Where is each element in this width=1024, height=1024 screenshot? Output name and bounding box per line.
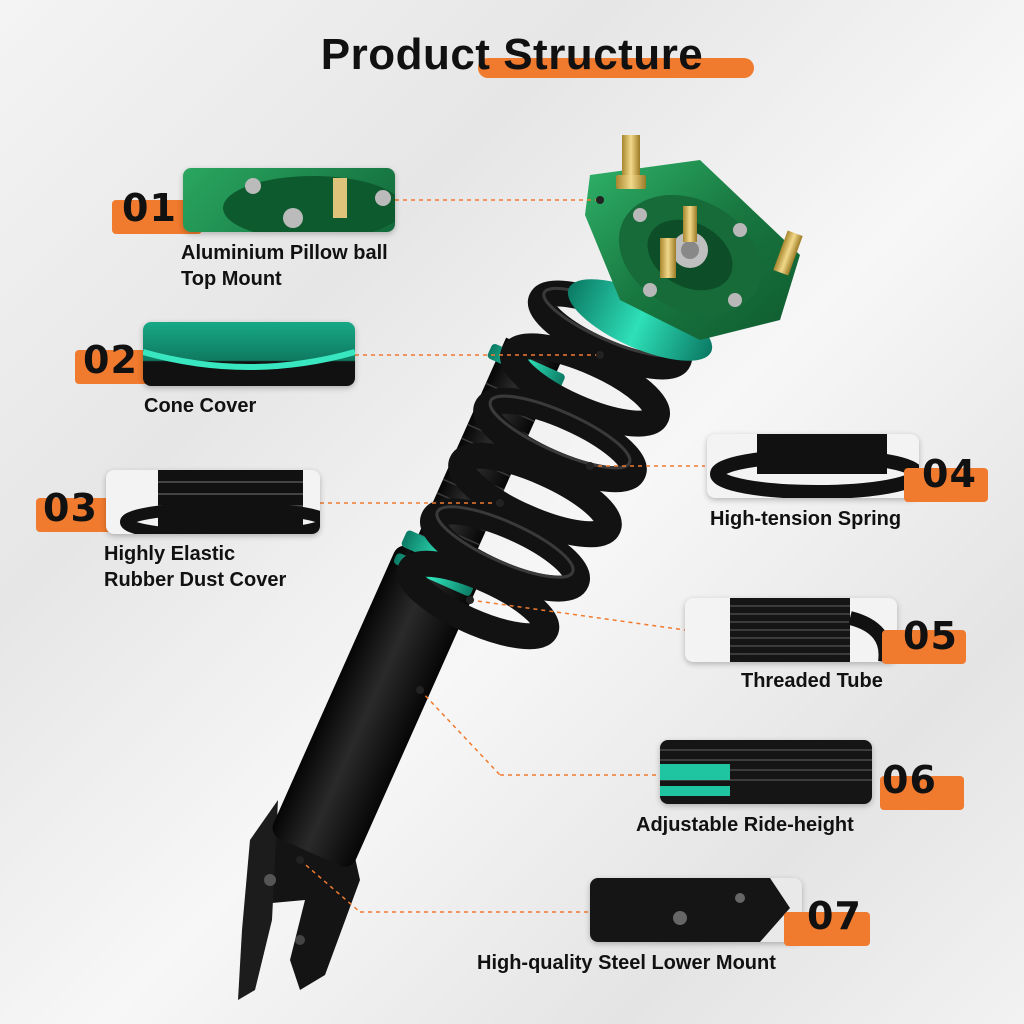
page-title: Product Structure: [0, 30, 1024, 80]
title-accent-bar: [478, 58, 754, 78]
label-06: Adjustable Ride-height: [636, 812, 854, 838]
label-07-line-1: High-quality Steel Lower Mount: [477, 952, 776, 974]
component-number-02: 02: [83, 338, 138, 382]
leader-dots: [296, 196, 604, 864]
badge-07: [784, 912, 870, 946]
component-number-03: 03: [43, 486, 98, 530]
component-number-05: 05: [903, 614, 958, 658]
thumb-cone-cover: [143, 322, 355, 386]
thumb-top-mount: [183, 168, 395, 232]
label-03-line-1: Highly Elastic: [104, 543, 236, 565]
cone-cover-ring: [567, 279, 713, 361]
component-number-01: 01: [122, 186, 177, 230]
thumb-lower-mount: [590, 878, 802, 942]
coil-spring: [396, 280, 693, 650]
thumb-threaded-tube-graphic: [730, 598, 893, 662]
label-01-line-1: Aluminium Pillow ball: [181, 242, 388, 264]
thumb-top-mount-graphic: [223, 176, 395, 232]
thumb-cone-cover-graphic: [143, 349, 355, 370]
thumb-ride-height: [660, 740, 872, 804]
label-07: High-quality Steel Lower Mount: [477, 950, 776, 976]
component-number-06: 06: [882, 758, 937, 802]
badge-04: [904, 468, 988, 502]
thumb-spring-graphic: [710, 434, 919, 498]
label-02: Cone Cover: [144, 393, 256, 419]
badge-05: [882, 630, 966, 664]
label-03: Highly Elastic Rubber Dust Cover: [104, 541, 286, 593]
thumb-dust-cover-graphic: [120, 470, 320, 534]
title-word-2: Structure: [503, 30, 704, 79]
thumb-spring: [707, 434, 919, 498]
badge-06: [880, 776, 964, 810]
thumb-dust-cover: [106, 470, 320, 534]
thumb-ride-height-graphic: [660, 749, 872, 796]
title-word-1: Product: [320, 30, 491, 79]
label-06-line-1: Adjustable Ride-height: [636, 814, 854, 836]
component-number-04: 04: [922, 452, 977, 496]
label-01: Aluminium Pillow ball Top Mount: [181, 240, 388, 292]
thumb-threaded-tube: [685, 598, 897, 662]
label-04: High-tension Spring: [710, 506, 901, 532]
leader-lines: [299, 199, 705, 913]
top-mount: [585, 160, 800, 340]
label-05: Threaded Tube: [741, 668, 883, 694]
label-05-line-1: Threaded Tube: [741, 670, 883, 692]
thumb-lower-mount-graphic: [590, 878, 790, 942]
mount-studs: [616, 135, 803, 278]
component-number-07: 07: [807, 894, 862, 938]
label-02-line-1: Cone Cover: [144, 395, 257, 417]
label-03-line-2: Rubber Dust Cover: [104, 569, 287, 591]
label-01-line-2: Top Mount: [181, 268, 282, 290]
label-04-line-1: High-tension Spring: [710, 508, 902, 530]
